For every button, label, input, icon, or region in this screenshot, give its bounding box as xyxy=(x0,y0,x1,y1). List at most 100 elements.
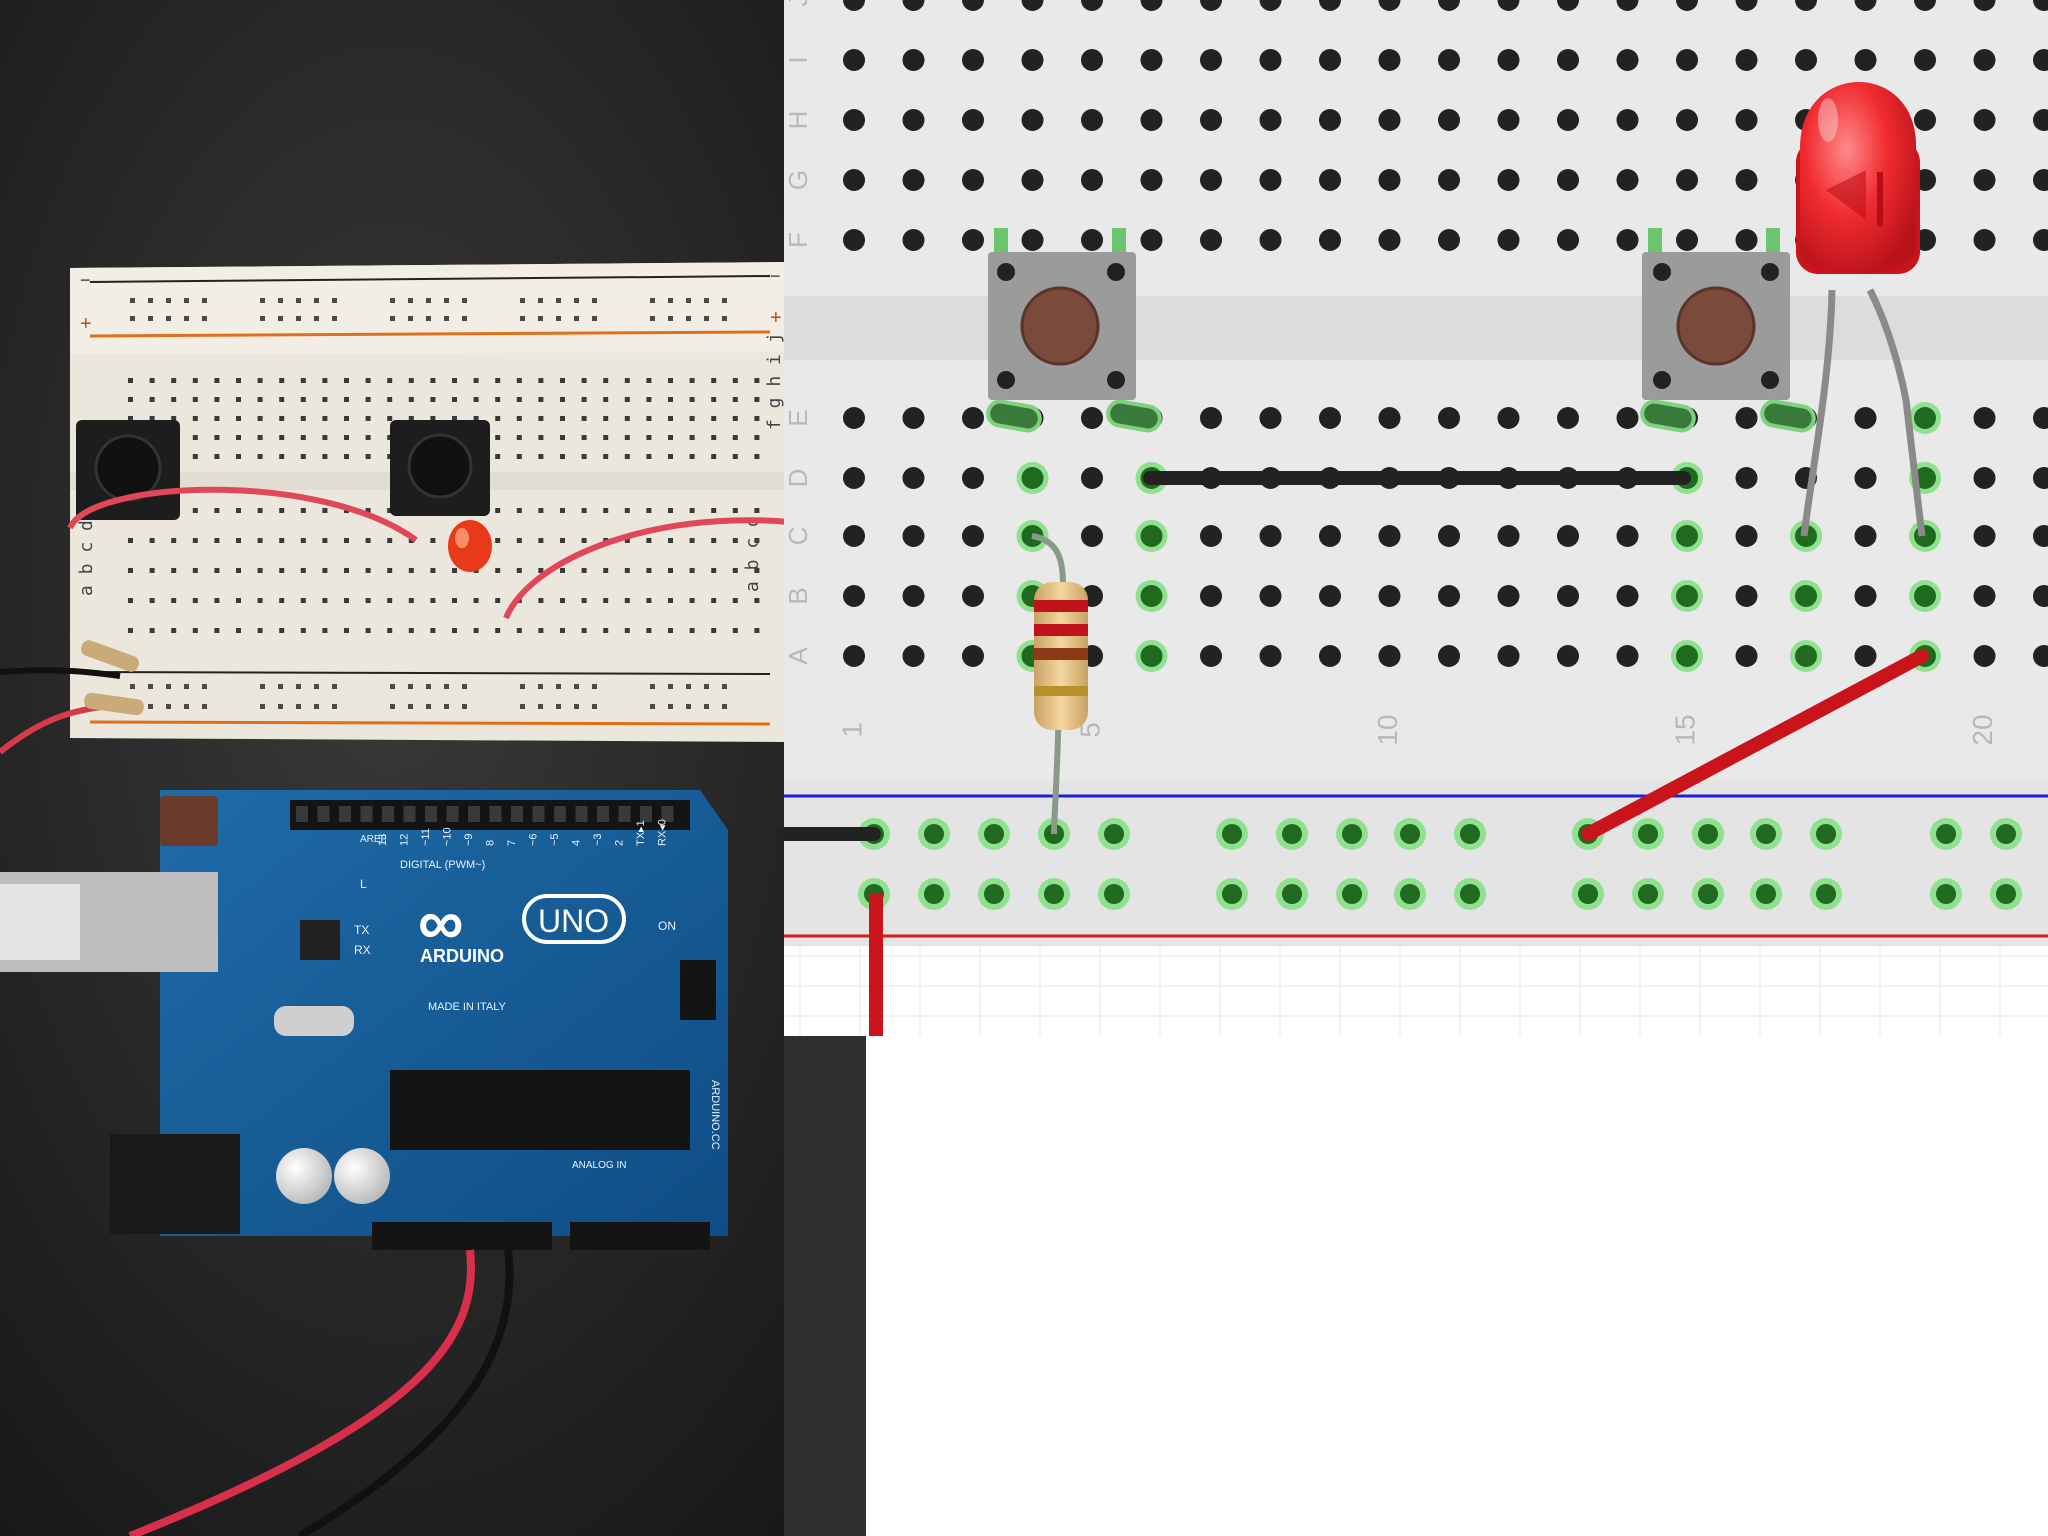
photo-hole xyxy=(344,454,349,459)
photo-rail-hole xyxy=(462,316,467,321)
arduino-model-label: UNO xyxy=(538,903,609,939)
photo-hole xyxy=(495,435,501,440)
photo-rail-hole xyxy=(166,684,171,689)
breadboard-hole xyxy=(1735,49,1758,71)
breadboard-hole xyxy=(962,109,984,131)
photo-hole xyxy=(689,416,695,421)
breadboard-hole xyxy=(1378,229,1401,251)
rail-hole xyxy=(1698,884,1718,904)
photo-hole xyxy=(236,435,241,440)
photo-hole xyxy=(322,416,328,421)
photo-hole xyxy=(279,598,285,603)
diagram-led[interactable] xyxy=(1796,82,1926,537)
photo-hole xyxy=(581,454,587,459)
photo-hole xyxy=(214,454,220,459)
photo-hole xyxy=(603,568,609,573)
photo-hole xyxy=(279,397,285,402)
arduino-pin-label: 2 xyxy=(614,840,626,846)
rail-hole xyxy=(1638,884,1658,904)
breadboard-hole xyxy=(1438,169,1460,191)
photo-hole xyxy=(711,416,717,421)
photo-hole xyxy=(192,378,198,383)
breadboard-hole xyxy=(2033,645,2048,667)
arduino-pin-label: 8 xyxy=(485,840,497,846)
breadboard-hole xyxy=(1973,525,1996,547)
photo-rail-hole xyxy=(556,298,561,303)
photo-rail-plus-label-right: + xyxy=(770,307,782,329)
diagram-wire-red xyxy=(1581,649,1929,841)
photo-hole xyxy=(387,397,393,402)
breadboard-hole xyxy=(1378,407,1401,429)
photo-hole xyxy=(236,568,241,573)
photo-rail-hole xyxy=(444,316,449,321)
breadboard-hole xyxy=(1557,525,1579,547)
breadboard-hole xyxy=(1140,645,1163,667)
arduino-pin-label: ~3 xyxy=(592,833,604,846)
rail-hole xyxy=(1816,824,1836,844)
header-pin xyxy=(296,806,308,822)
photo-hole xyxy=(365,508,371,513)
breadboard-hole xyxy=(843,407,865,429)
header-pin xyxy=(511,806,523,822)
breadboard-hole xyxy=(843,645,865,667)
photo-rail-hole xyxy=(202,298,207,303)
breadboard-hole xyxy=(962,467,984,489)
breadboard-hole xyxy=(1616,49,1639,71)
header-pin xyxy=(446,806,459,822)
breadboard-hole xyxy=(1140,585,1163,607)
photo-hole xyxy=(538,538,544,543)
photo-button-right xyxy=(390,420,490,516)
photo-hole xyxy=(430,628,436,633)
photo-hole xyxy=(408,538,414,543)
photo-hole xyxy=(538,628,544,633)
breadboard-hole xyxy=(1200,49,1222,71)
diagram-push-button-1[interactable] xyxy=(986,228,1162,433)
photo-hole xyxy=(516,508,522,513)
rail-hole xyxy=(1282,884,1302,904)
push-button-1-cap xyxy=(1020,286,1100,366)
photo-hole xyxy=(711,435,717,440)
rail-hole xyxy=(1756,824,1776,844)
photo-hole xyxy=(452,598,457,603)
breadboard-hole xyxy=(1973,407,1996,429)
breadboard-hole xyxy=(1557,585,1579,607)
photo-hole xyxy=(214,568,220,573)
photo-hole xyxy=(192,416,198,421)
column-number-label: 20 xyxy=(1967,714,1998,745)
photo-rail-hole xyxy=(704,316,709,321)
breadboard-hole xyxy=(1616,109,1639,131)
photo-hole xyxy=(365,628,371,633)
photo-hole xyxy=(560,538,565,543)
photo-hole xyxy=(581,568,587,573)
diagram-push-button-2[interactable] xyxy=(1640,228,1816,433)
photo-hole xyxy=(624,416,630,421)
rail-hole xyxy=(984,884,1004,904)
photo-hole xyxy=(689,454,695,459)
photo-hole xyxy=(257,508,263,513)
photo-hole xyxy=(387,508,393,513)
photo-hole xyxy=(603,454,609,459)
photo-hole xyxy=(538,568,544,573)
photo-hole xyxy=(300,538,306,543)
breadboard-hole xyxy=(843,0,865,11)
photo-hole xyxy=(387,568,393,573)
photo-button-left xyxy=(76,420,180,520)
photo-hole xyxy=(581,378,587,383)
header-pin xyxy=(554,806,566,822)
photo-hole xyxy=(214,416,220,421)
photo-hole xyxy=(603,435,609,440)
arduino-pin-label: RX◂0 xyxy=(657,819,669,846)
photo-hole xyxy=(754,568,760,573)
photo-rail-hole xyxy=(722,684,727,689)
photo-hole xyxy=(387,416,393,421)
photo-hole xyxy=(754,454,760,459)
photo-hole xyxy=(538,598,544,603)
arduino-logo-icon: ∞ xyxy=(418,886,464,958)
photo-rail-hole xyxy=(314,684,319,689)
header-pin xyxy=(640,806,652,822)
row-letter-label: I xyxy=(783,56,813,63)
arduino-microcontroller xyxy=(390,1070,690,1150)
diagram-rail-holes xyxy=(858,818,2022,910)
column-number-label: 10 xyxy=(1372,714,1403,745)
breadboard-hole xyxy=(1557,407,1579,429)
